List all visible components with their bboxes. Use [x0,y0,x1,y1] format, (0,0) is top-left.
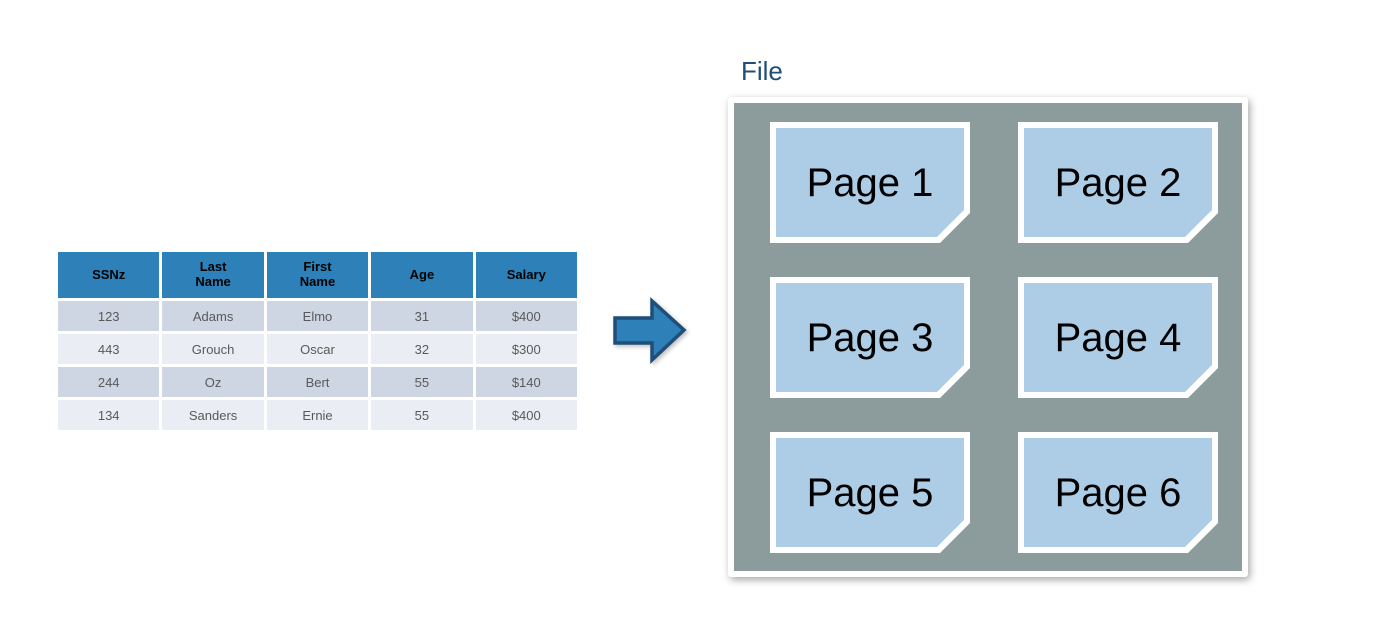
page-fold-icon [1201,536,1209,544]
page-sheet: Page 3 [776,283,964,392]
table-header-ssnz: SSNz [58,252,160,298]
table-cell: 55 [371,400,473,430]
table-cell: 123 [58,301,160,331]
table-header-age: Age [371,252,473,298]
file-label: File [741,56,783,86]
page-fold-icon [953,381,961,389]
table-cell: Ernie [266,400,369,430]
table-cell: $400 [475,400,577,430]
table-header-first-name: First Name [266,252,369,298]
page-card: Page 1 [770,122,970,243]
page-card: Page 4 [1018,277,1218,398]
records-table: SSNz Last Name First Name Age Salary 123… [58,252,577,430]
page-fold-icon [1201,381,1209,389]
table-cell: Oscar [266,334,369,364]
page-label: Page 4 [1054,315,1182,360]
table-cell: 244 [58,367,160,397]
page-label: Page 1 [806,160,934,205]
table-cell: Adams [162,301,264,331]
right-arrow-icon [613,297,687,365]
page-label: Page 6 [1054,470,1182,515]
table-cell: $300 [475,334,577,364]
page-fold-icon [953,226,961,234]
table-cell: $400 [475,301,577,331]
page-sheet: Page 2 [1024,128,1212,237]
page-sheet: Page 1 [776,128,964,237]
table-cell: 134 [58,400,160,430]
table-header-salary: Salary [475,252,577,298]
table-cell: Grouch [162,334,264,364]
page-card: Page 5 [770,432,970,553]
page-card: Page 3 [770,277,970,398]
file-container: Page 1 Page 2 Page 3 Page 4 Page 5 [728,97,1248,577]
table-cell: Sanders [162,400,264,430]
table-cell: $140 [475,367,577,397]
table-cell: Oz [162,367,264,397]
page-sheet: Page 5 [776,438,964,547]
page-sheet: Page 4 [1024,283,1212,392]
page-fold-icon [953,536,961,544]
page-label: Page 2 [1054,160,1182,205]
page-sheet: Page 6 [1024,438,1212,547]
table-cell: 55 [371,367,473,397]
table-cell: Bert [266,367,369,397]
page-label: Page 5 [806,470,934,515]
table-header-last-name: Last Name [162,252,264,298]
table-cell: 32 [371,334,473,364]
table-cell: 443 [58,334,160,364]
table-cell: 31 [371,301,473,331]
page-label: Page 3 [806,315,934,360]
page-fold-icon [1201,226,1209,234]
page-card: Page 6 [1018,432,1218,553]
page-card: Page 2 [1018,122,1218,243]
table-cell: Elmo [266,301,369,331]
